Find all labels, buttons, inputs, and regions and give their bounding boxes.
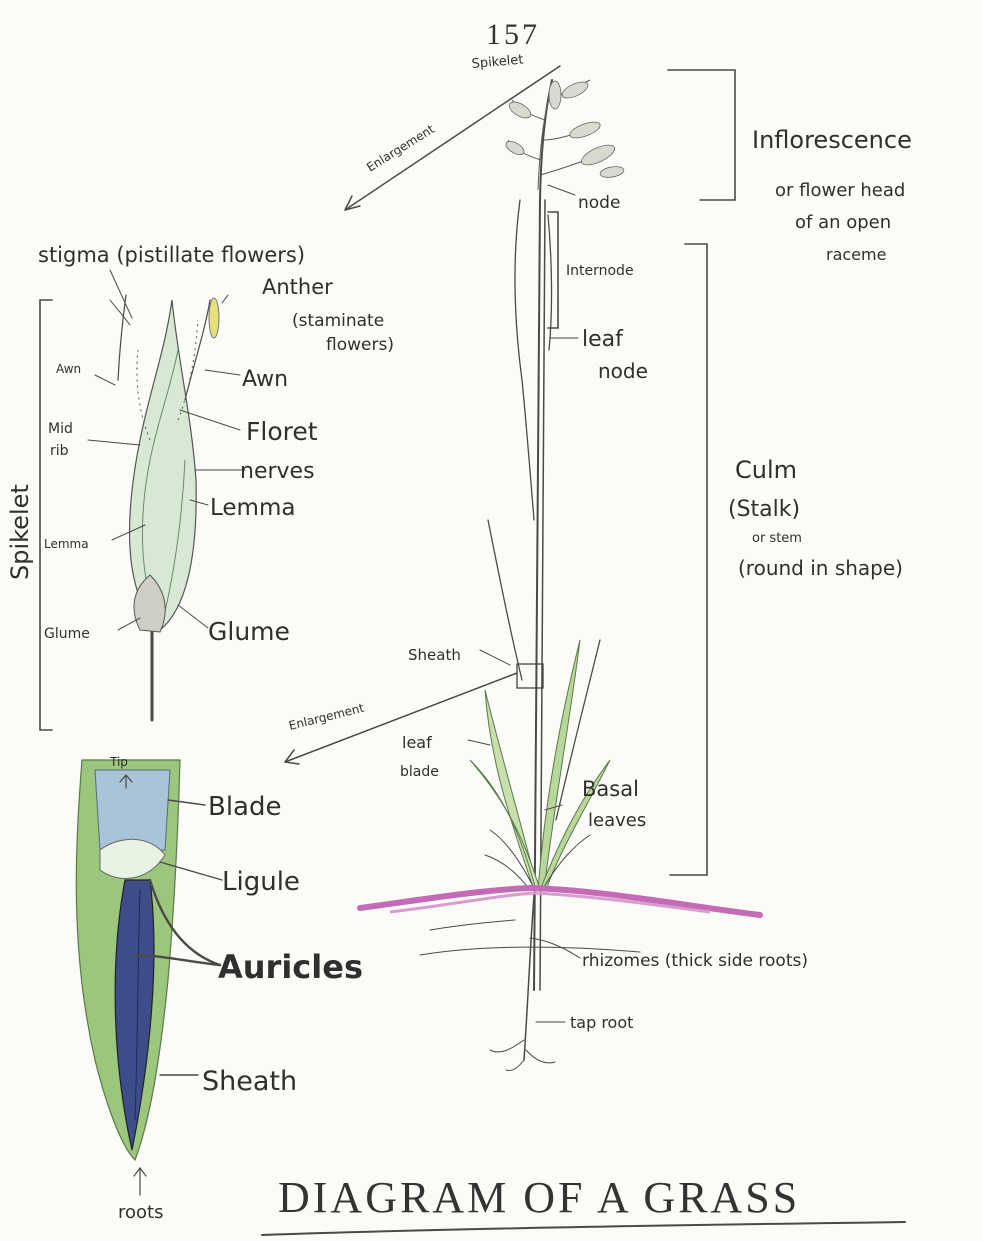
label-lemma-left: Lemma [44,537,89,551]
label-leaf-blade-1: leaf [402,733,432,752]
upper-leaf-right [548,215,552,350]
basal-leaves [470,640,610,890]
label-glume-right: Glume [208,617,290,646]
spikelet-body [130,300,197,630]
spikelet-illustration [110,295,219,720]
label-blade: Blade [208,792,282,822]
label-sheath-top: Sheath [408,646,461,664]
spikelet-bracket [40,300,52,730]
label-internode: Internode [566,263,634,279]
plant-pointers [468,185,580,1022]
label-lemma-right: Lemma [210,495,295,521]
rhizomes [360,888,760,955]
inflorescence-panicle [508,80,615,190]
label-culm-desc-2: or stem [752,531,802,546]
culm-bracket [670,244,707,875]
inflorescence-bracket [668,70,735,200]
label-node: node [578,193,620,213]
label-culm: Culm [735,456,797,484]
label-tap-root: tap root [570,1013,633,1032]
label-mid-rib-1: Mid [48,421,73,437]
label-basal-2: leaves [588,810,646,831]
label-sheath-bottom: Sheath [202,1066,297,1097]
label-culm-desc-1: (Stalk) [728,497,800,522]
diagram-title: DIAGRAM OF A GRASS [278,1173,800,1222]
leaf-sheath-illustration [76,760,180,1195]
label-floret: Floret [246,417,318,446]
label-spikelet-top: Spikelet [471,53,524,72]
arrow-enlargement-top [345,66,560,210]
tap-root [524,895,534,1060]
spikelet-clusters [504,79,625,179]
label-ligule: Ligule [222,867,300,897]
page-number: 157 [486,18,540,51]
label-stigma: stigma (pistillate flowers) [38,243,305,267]
label-awn-right: Awn [242,367,288,392]
grass-plant [360,79,760,1071]
label-inflorescence-desc-1: or flower head [775,180,905,201]
label-inflorescence-desc-3: raceme [826,245,886,264]
label-basal-1: Basal [582,777,639,801]
label-roots: roots [118,1202,163,1223]
label-anther: Anther [262,275,333,299]
label-enlargement-bottom: Enlargement [287,701,365,733]
label-anther-desc-1: (staminate [292,311,384,331]
label-inflorescence: Inflorescence [752,126,912,154]
upper-leaf-left [515,200,534,520]
label-culm-desc-3: (round in shape) [738,556,903,580]
label-auricles: Auricles [218,948,363,986]
title-underline [262,1222,905,1235]
label-rhizomes: rhizomes (thick side roots) [582,951,808,971]
label-glume-left: Glume [44,626,90,642]
label-inflorescence-desc-2: of an open [795,212,891,233]
label-tip: Tip [109,755,128,769]
label-anther-desc-2: flowers) [326,335,394,355]
label-spikelet-side: Spikelet [6,484,34,580]
label-enlargement-top: Enlargement [364,122,437,175]
awn-right-line [185,300,210,400]
awn-left-line [118,295,126,380]
label-leaf-node-1: leaf [582,327,624,352]
root-hairs [490,1040,555,1071]
anther-shape [209,298,219,338]
label-leaf-node-2: node [598,359,648,383]
label-leaf-blade-2: blade [400,764,439,780]
label-nerves: nerves [240,459,315,484]
label-mid-rib-2: rib [50,443,69,459]
roots-arrow [134,1168,146,1195]
label-awn-left: Awn [56,362,81,376]
